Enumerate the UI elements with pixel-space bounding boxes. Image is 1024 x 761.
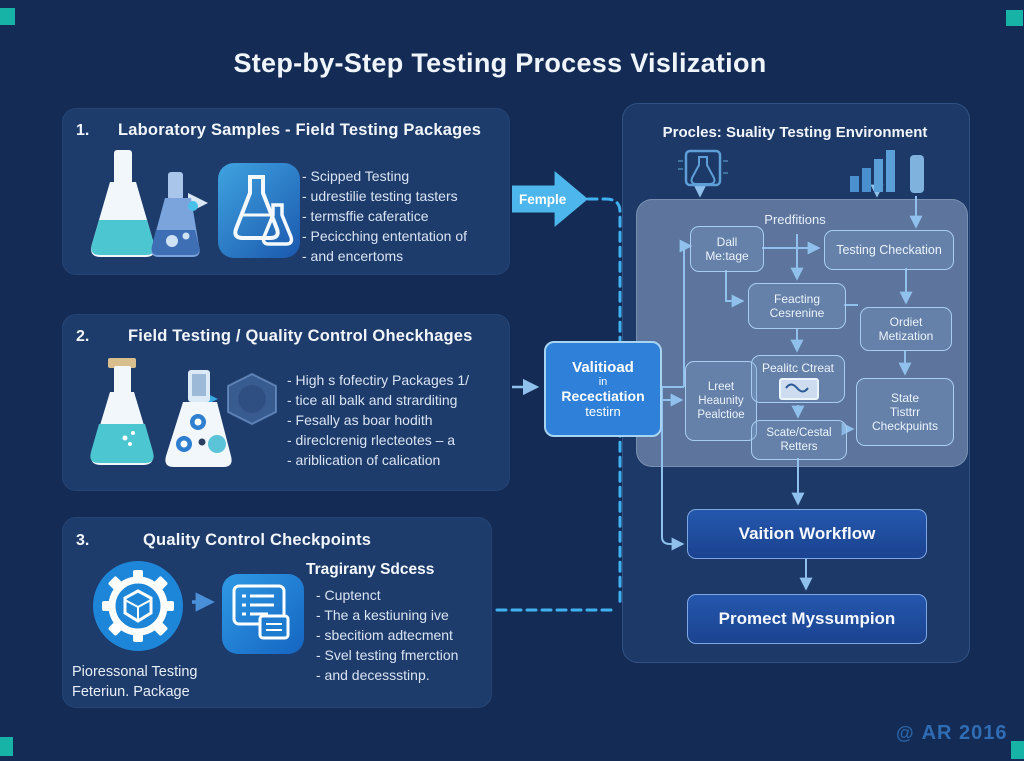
flow-node-lreet: Lreet Heaunity Pealctioe: [685, 361, 757, 441]
node-line: Scate/Cestal: [766, 427, 832, 439]
envelope-icon: [779, 378, 819, 400]
node-line: Checkpuints: [871, 419, 939, 433]
field-flasks-icon: [90, 358, 277, 467]
validation-line: Recectiation: [561, 388, 645, 404]
node-line: Pealctioe: [697, 409, 745, 421]
validation-line: in: [598, 376, 608, 388]
flow-node-ordiet: Ordiet Metization: [860, 307, 952, 351]
workflow-button[interactable]: Vaition Workflow: [687, 509, 927, 559]
femple-label: Femple: [519, 191, 567, 207]
bullet: - tice all balk and strarditing: [287, 392, 458, 408]
bullet: - udrestilie testing tasters: [302, 188, 458, 204]
footer-text: AR 2016: [921, 722, 1008, 744]
node-line: Me:tage: [705, 249, 749, 263]
node-line: Testing Checkation: [836, 243, 942, 257]
bullet: - termsffie caferatice: [302, 208, 429, 224]
flow-node-state: State Tisttrr Checkpuints: [856, 378, 954, 446]
section-3-subheading: Tragirany Sdcess: [306, 561, 435, 578]
validation-box: Valitioad in Recectiation testirn: [544, 341, 662, 437]
right-panel-heading: Procles: Suality Testing Environment: [662, 124, 928, 141]
node-line: Pealitc Ctreat: [761, 361, 835, 375]
flask-app-icon: [218, 163, 300, 258]
node-line: Feacting: [773, 292, 821, 306]
section-3-number: 3.: [76, 532, 90, 549]
section-2-heading: Field Testing / Quality Control Oheckhag…: [128, 327, 473, 345]
page-title: Step-by-Step Testing Process Vislization: [233, 48, 767, 78]
node-line: State: [890, 391, 920, 405]
corner-mark-icon: [1011, 741, 1024, 759]
bullet: - and encertoms: [302, 248, 404, 264]
section-1-number: 1.: [76, 122, 90, 139]
footer-credit: @ AR 2016: [896, 722, 1008, 745]
bullet: - and decessstinp.: [316, 667, 430, 683]
bullet: - High s fofectiry Packages 1/: [287, 372, 470, 388]
at-icon: @: [896, 723, 915, 743]
bullet: - Scipped Testing: [302, 168, 410, 184]
corner-mark-icon: [0, 737, 13, 756]
bullet: - Fesally as boar hodith: [287, 412, 433, 428]
flow-node-scate: Scate/Cestal Retters: [751, 420, 847, 460]
assumption-button-label: Promect Myssumpion: [718, 609, 896, 628]
caption-line: Feteriun. Package: [72, 684, 190, 700]
section-3-heading: Quality Control Checkpoints: [143, 531, 372, 549]
node-line: Heaunity: [698, 395, 744, 407]
node-line: Cesrenine: [769, 306, 825, 320]
flow-label: Predfitions: [764, 212, 826, 227]
bullet: - direclcrenig rlecteotes – a: [287, 432, 456, 448]
node-line: Tisttrr: [889, 405, 921, 419]
section-3-bullets: - Cuptenct - The a kestiuning ive - sbec…: [316, 585, 516, 685]
bullet: - The a kestiuning ive: [316, 607, 449, 623]
section-3-caption: Pioressonal Testing Feteriun. Package: [72, 662, 197, 702]
flow-node-dall: Dall Me:tage: [690, 226, 764, 272]
flow-node-testing-checkation: Testing Checkation: [824, 230, 954, 270]
corner-mark-icon: [0, 8, 15, 25]
workflow-button-label: Vaition Workflow: [738, 524, 876, 543]
bullet: - Cuptenct: [316, 587, 381, 603]
lab-flasks-icon: [91, 150, 200, 257]
femple-arrow: Femple: [512, 171, 588, 227]
section-2-bullets: - High s fofectiry Packages 1/ - tice al…: [287, 370, 507, 470]
section-1-heading: Laboratory Samples - Field Testing Packa…: [118, 121, 482, 139]
gear-cube-icon: [93, 561, 183, 651]
validation-line: Valitioad: [572, 359, 634, 376]
assumption-button[interactable]: Promect Myssumpion: [687, 594, 927, 644]
bullet: - Pecicching ententation of: [302, 228, 467, 244]
checklist-card-icon: [222, 574, 304, 654]
node-line: Retters: [780, 441, 818, 453]
caption-line: Pioressonal Testing: [72, 664, 198, 680]
section-1-bullets: - Scipped Testing - udrestilie testing t…: [302, 166, 507, 266]
flow-node-feacting: Feacting Cesrenine: [748, 283, 846, 329]
node-line: Metization: [878, 329, 934, 343]
bullet: - Svel testing fmerction: [316, 647, 459, 663]
section-2-number: 2.: [76, 328, 90, 345]
corner-mark-icon: [1006, 10, 1023, 26]
bullet: - sbecitiom adtecment: [316, 627, 453, 643]
node-line: Dall: [716, 235, 738, 249]
validation-line: testirn: [585, 404, 621, 419]
node-line: Lreet: [707, 381, 735, 393]
flask-panel-icon: [678, 149, 728, 187]
bullet: - ariblication of calication: [287, 452, 441, 468]
bar-chart-icon: [850, 150, 924, 193]
node-line: Ordiet: [889, 315, 923, 329]
